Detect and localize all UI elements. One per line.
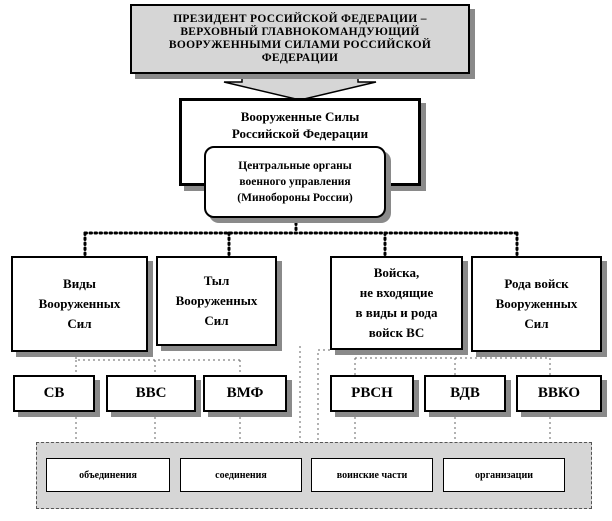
- category-tyl-label: Тыл Вооруженных Сил: [175, 273, 258, 328]
- category-tyl-box: Тыл Вооруженных Сил: [156, 256, 277, 346]
- service-vmf-label: ВМФ: [226, 385, 264, 401]
- connector-services-to-panel: [75, 412, 551, 442]
- service-sv-label: СВ: [43, 385, 65, 401]
- unit-organizacii-label: организации: [475, 469, 533, 481]
- arrow-down-icon: [223, 73, 377, 101]
- service-vvko-label: ВВКО: [537, 385, 581, 401]
- service-vvko: ВВКО: [516, 375, 602, 412]
- category-roda-box: Рода войск Вооруженных Сил: [471, 256, 602, 352]
- service-vdv-label: ВДВ: [450, 385, 480, 401]
- unit-obedineniya: объединения: [46, 458, 170, 492]
- central-bodies-box: Центральные органы военного управления (…: [204, 146, 386, 218]
- category-voiska-box: Войска, не входящие в виды и рода войск …: [330, 256, 463, 350]
- service-vdv: ВДВ: [424, 375, 506, 412]
- category-voiska-label: Войска, не входящие в виды и рода войск …: [355, 265, 438, 340]
- unit-soedineniya: соединения: [180, 458, 302, 492]
- president-box: ПРЕЗИДЕНТ РОССИЙСКОЙ ФЕДЕРАЦИИ – ВЕРХОВН…: [130, 4, 470, 74]
- category-vidy-box: Виды Вооруженных Сил: [11, 256, 148, 352]
- connector-vidy-to-services: [75, 352, 241, 375]
- connector-roda-to-services: [354, 357, 551, 375]
- category-vidy-label: Виды Вооруженных Сил: [38, 276, 121, 331]
- president-label: ПРЕЗИДЕНТ РОССИЙСКОЙ ФЕДЕРАЦИИ – ВЕРХОВН…: [168, 13, 432, 64]
- service-vmf: ВМФ: [203, 375, 287, 412]
- connector-voiska-to-panel: [317, 349, 330, 442]
- unit-soedineniya-label: соединения: [215, 469, 267, 481]
- unit-organizacii: организации: [443, 458, 565, 492]
- service-rvsn: РВСН: [330, 375, 414, 412]
- category-roda-label: Рода войск Вооруженных Сил: [495, 276, 578, 331]
- unit-voinskie-chasti-label: воинские части: [336, 469, 408, 481]
- service-rvsn-label: РВСН: [351, 385, 393, 401]
- service-vvs-label: ВВС: [135, 385, 167, 401]
- unit-obedineniya-label: объединения: [79, 469, 137, 481]
- central-bodies-label: Центральные органы военного управления (…: [237, 160, 353, 204]
- unit-voinskie-chasti: воинские части: [311, 458, 433, 492]
- service-vvs: ВВС: [106, 375, 196, 412]
- armed-forces-label: Вооруженные Силы Российской Федерации: [231, 109, 369, 141]
- service-sv: СВ: [13, 375, 95, 412]
